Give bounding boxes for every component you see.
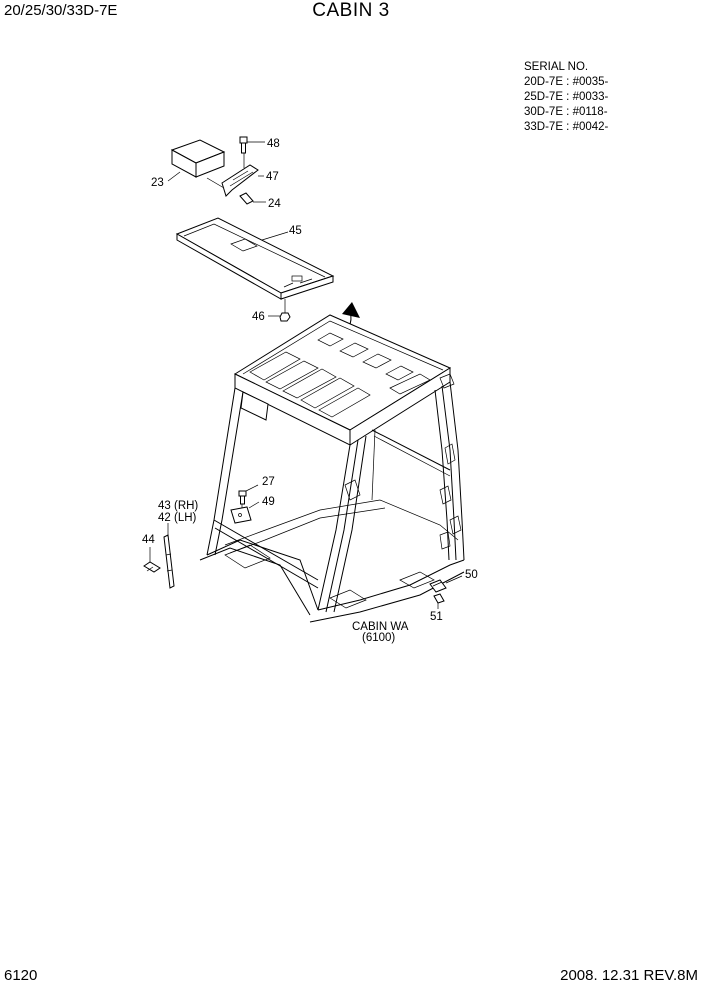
callout-42: 42 (LH) <box>158 512 197 524</box>
cabin-ref-line1: CABIN WA <box>352 621 409 633</box>
page-title: CABIN 3 <box>312 0 390 21</box>
serial-heading: SERIAL NO. <box>524 61 589 73</box>
callout-27: 27 <box>262 476 275 488</box>
page-number: 6120 <box>4 967 38 984</box>
serial-line: 33D-7E : #0042- <box>524 121 609 133</box>
serial-line: 30D-7E : #0118- <box>524 106 608 118</box>
callout-44: 44 <box>142 534 155 546</box>
serial-line: 20D-7E : #0035- <box>524 76 609 88</box>
part-51-screw <box>433 593 445 604</box>
part-24-screw <box>239 192 254 205</box>
revision-date: 2008. 12.31 REV.8M <box>560 967 698 984</box>
part-49-plate <box>230 506 252 524</box>
part-27-bolt <box>238 490 247 505</box>
part-42-43-bracket <box>163 534 175 589</box>
callout-45: 45 <box>289 225 302 237</box>
cabin-ref-line2: (6100) <box>362 632 395 644</box>
callout-46: 46 <box>252 311 265 323</box>
part-50-bracket <box>429 579 447 593</box>
cabin-frame <box>199 314 465 623</box>
callout-47: 47 <box>266 171 279 183</box>
serial-number-block: SERIAL NO. 20D-7E : #0035- 25D-7E : #003… <box>524 60 608 135</box>
serial-line: 25D-7E : #0033- <box>524 91 609 103</box>
part-46-nut <box>279 312 291 322</box>
part-47-bracket <box>221 164 259 197</box>
callout-23: 23 <box>151 177 164 189</box>
part-23-box <box>170 139 226 178</box>
callout-48: 48 <box>267 138 280 150</box>
callout-50: 50 <box>465 569 478 581</box>
model-number: 20/25/30/33D-7E <box>4 2 118 19</box>
part-48-bolt <box>239 136 248 154</box>
part-45-tray <box>175 217 335 300</box>
callout-51: 51 <box>430 611 443 623</box>
part-44-bolt <box>143 561 161 573</box>
callout-43: 43 (RH) <box>158 500 198 512</box>
callout-49: 49 <box>262 496 275 508</box>
callout-24: 24 <box>268 198 281 210</box>
